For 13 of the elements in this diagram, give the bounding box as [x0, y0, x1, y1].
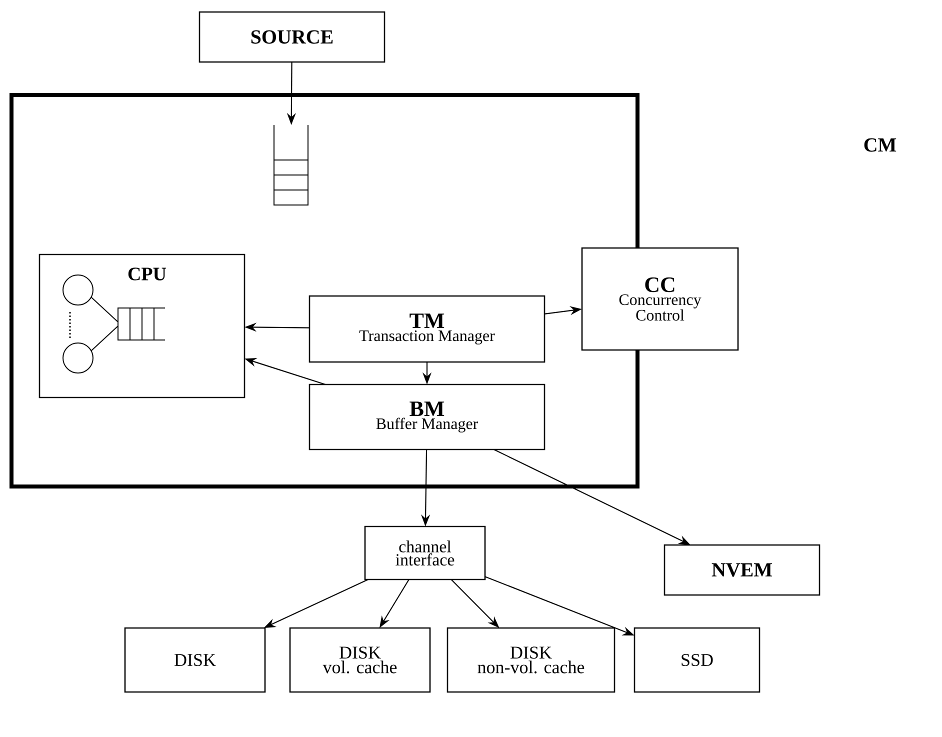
component-box: channel interface — [364, 526, 486, 580]
component-box: DISK non-vol. cache — [446, 627, 616, 693]
component-box: SSD — [634, 627, 760, 693]
container-label: CM — [864, 138, 896, 152]
component-box: DISK vol. cache — [289, 627, 431, 693]
cpu-box: CPU — [38, 254, 246, 398]
queue-drawing — [274, 124, 308, 206]
component-box: CC Concurrency Control — [581, 247, 739, 351]
component-box: TM Transaction Manager — [308, 295, 546, 363]
component-box: DISK — [124, 627, 266, 693]
component-box: BM Buffer Manager — [308, 384, 546, 450]
component-box: SOURCE — [198, 11, 386, 63]
component-box: NVEM — [664, 544, 820, 596]
